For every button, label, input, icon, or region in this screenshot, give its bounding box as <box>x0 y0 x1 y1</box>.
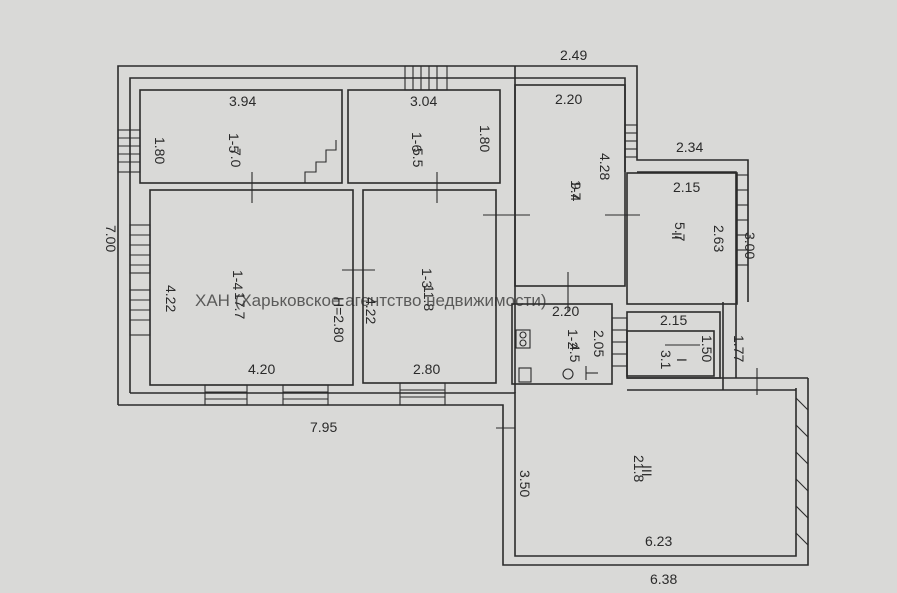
room-1-5-width: 3.94 <box>229 93 256 109</box>
overall-width-top: 2.49 <box>560 47 587 63</box>
room-III-id: III <box>639 465 655 477</box>
room-1-4-id: 1-4 <box>230 270 246 290</box>
room-II-area: 5.7 <box>672 222 688 242</box>
room-1-2-id: 1-2 <box>565 329 581 349</box>
room-1-6-width: 3.04 <box>410 93 437 109</box>
room-III-width: 6.23 <box>645 533 672 549</box>
overall-height: 7.00 <box>103 225 119 252</box>
room-1-5-height: 1.80 <box>152 137 168 164</box>
watermark: ХАН (Харьковское агентство недвижимости) <box>195 291 547 310</box>
room-walls <box>139 84 738 386</box>
room-I-area: 3.1 <box>658 350 674 370</box>
room-1-3-height: 4.22 <box>363 297 379 324</box>
terrace-railing <box>795 397 809 546</box>
room-1-2-area: 4.5 <box>567 343 583 363</box>
room-1-6-id: 1-6 <box>409 132 425 152</box>
room-1-7-width: 2.20 <box>555 91 582 107</box>
room-1-5-id: 1-5 <box>226 133 242 153</box>
room-1-2-height: 2.05 <box>591 330 607 357</box>
room-III-outer-width: 6.38 <box>650 571 677 587</box>
room-II-id: II <box>669 232 685 240</box>
room-1-3-id: 1-3 <box>419 268 435 288</box>
room-labels: 1-5 7.0 1-6 5.5 1-7 9.4 1-4 17.7 1-3 11.… <box>226 132 690 482</box>
room-III-height: 3.50 <box>517 470 533 497</box>
room-1-2-width: 2.20 <box>552 303 579 319</box>
room-I-id: I <box>674 358 690 362</box>
dimensions: 2.49 7.95 7.00 H=2.80 3.94 1.80 3.04 1.8… <box>103 47 758 587</box>
room-II-height: 2.63 <box>711 225 727 252</box>
room-1-7-area: 9.4 <box>568 182 584 202</box>
room-1-7-height: 4.28 <box>597 153 613 180</box>
room-1-4-width: 4.20 <box>248 361 275 377</box>
room-1-4-area: 17.7 <box>232 292 248 319</box>
outer-walls <box>117 65 809 566</box>
room-1-7-id: 1-7 <box>568 180 584 200</box>
windows <box>117 65 749 406</box>
room-1-6-height: 1.80 <box>477 125 493 152</box>
room-1-3-width: 2.80 <box>413 361 440 377</box>
room-I-outer-height: 1.77 <box>731 335 747 362</box>
room-II-outer-width: 2.34 <box>676 139 703 155</box>
room-I-height: 1.50 <box>699 335 715 362</box>
room-I-width: 2.15 <box>660 312 687 328</box>
overall-width-bottom: 7.95 <box>310 419 337 435</box>
room-1-6-area: 5.5 <box>410 148 426 168</box>
fixtures <box>251 140 809 546</box>
room-1-4-height: 4.22 <box>163 285 179 312</box>
room-III-area: 21.8 <box>631 455 647 482</box>
room-II-width: 2.15 <box>673 179 700 195</box>
room-1-5-area: 7.0 <box>228 148 244 168</box>
ceiling-height: H=2.80 <box>331 297 347 343</box>
room-1-3-area: 11.8 <box>421 285 437 311</box>
room-II-outer-height: 3.00 <box>742 232 758 259</box>
